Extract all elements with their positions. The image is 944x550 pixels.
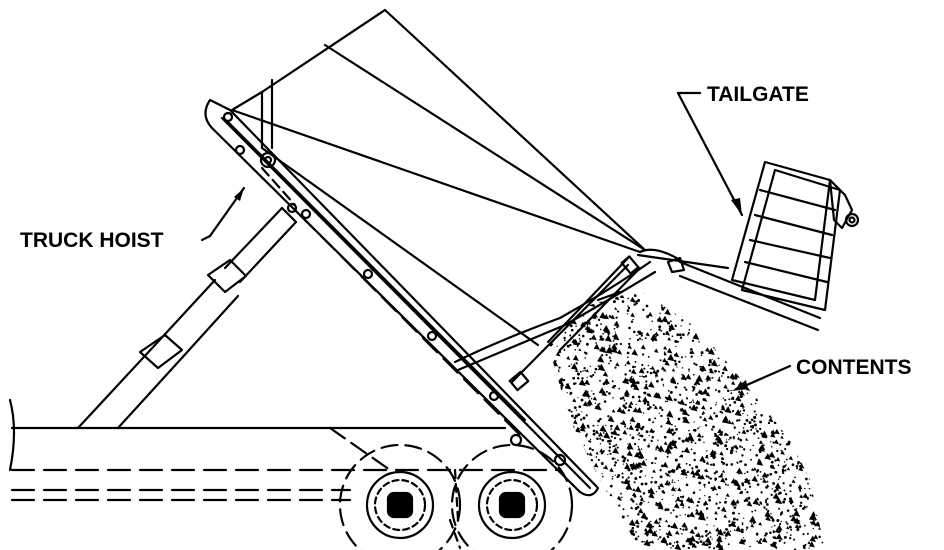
rear-wheels — [338, 443, 574, 550]
dump-body — [230, 8, 647, 347]
rivets — [222, 111, 567, 467]
tailgate — [730, 160, 860, 312]
tailgate-linkage — [453, 248, 822, 392]
tailgate-leader-diag — [676, 91, 744, 217]
tailgate-arrow — [731, 198, 742, 215]
truck-frame — [8, 398, 562, 502]
contents-leader — [738, 364, 792, 390]
label-truck-hoist: TRUCK HOIST — [20, 229, 164, 252]
hoist-leader — [200, 234, 212, 242]
body-subframe — [204, 98, 600, 497]
label-contents: CONTENTS — [796, 356, 912, 379]
hoist-arrow — [234, 188, 244, 201]
label-tailgate: TAILGATE — [707, 83, 809, 106]
hoist-cylinder — [76, 206, 298, 430]
